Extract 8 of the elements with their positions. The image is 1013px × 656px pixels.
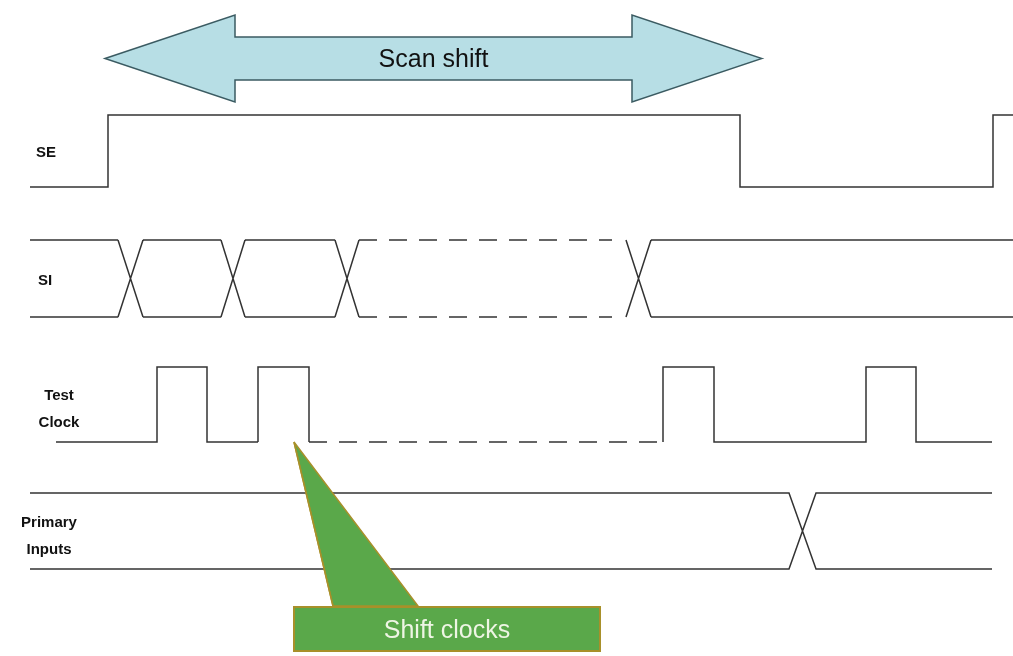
clock-pulse	[257, 366, 310, 443]
signal-name: SI	[38, 270, 54, 290]
callout-box: Shift clocks	[293, 606, 601, 652]
arrow-label: Scan shift	[378, 44, 489, 73]
signal-name: Test Clock	[37, 385, 81, 432]
signal-name: SE	[36, 142, 57, 162]
leader-line	[293, 441, 334, 607]
signal-name: Primary Inputs	[20, 512, 78, 559]
